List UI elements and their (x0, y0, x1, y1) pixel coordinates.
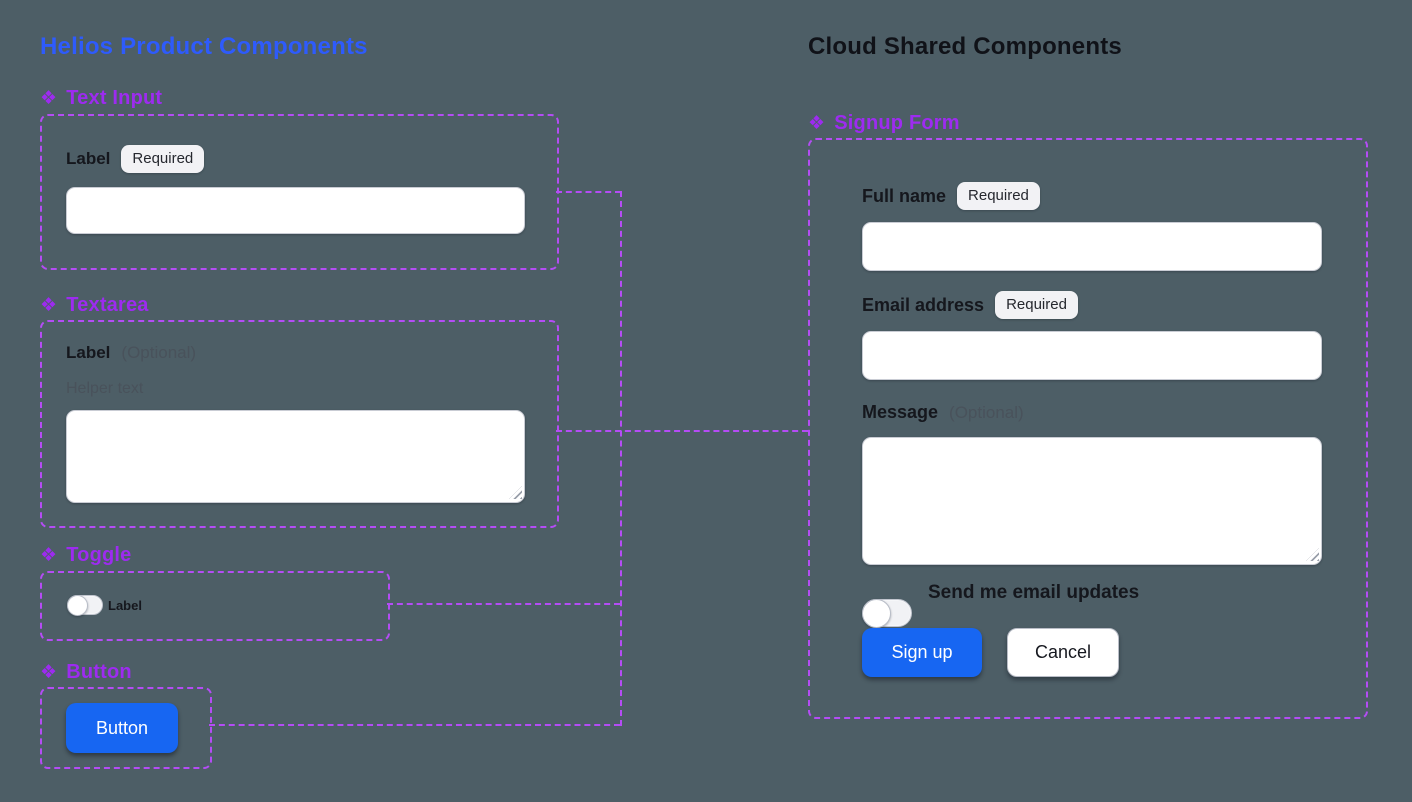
section-header-button: ❖ Button (40, 661, 132, 684)
email-updates-toggle[interactable] (862, 599, 912, 628)
textarea-label: Label (66, 343, 111, 362)
toggle-switch[interactable] (67, 595, 103, 616)
connector-text-input (556, 191, 621, 193)
email-required-badge: Required (995, 291, 1078, 319)
text-input-required-badge: Required (121, 145, 205, 173)
component-diamond-icon: ❖ (40, 545, 58, 566)
text-input-label: Label (66, 149, 111, 168)
text-input-field[interactable] (66, 187, 525, 234)
toggle-knob (67, 595, 88, 616)
connector-button (209, 724, 620, 726)
section-header-label: Textarea (66, 294, 149, 316)
component-diamond-icon: ❖ (40, 295, 58, 316)
full-name-label-row: Full name Required (862, 182, 1040, 210)
section-header-toggle: ❖ Toggle (40, 544, 132, 567)
section-header-label: Button (66, 661, 132, 683)
email-label: Email address (862, 294, 985, 315)
full-name-label: Full name (862, 185, 947, 206)
email-input[interactable] (862, 331, 1322, 380)
signup-form-frame (808, 138, 1368, 719)
message-label: Message (862, 402, 939, 422)
toggle-component-frame (40, 571, 390, 641)
sign-up-button[interactable]: Sign up (862, 628, 982, 677)
toggle-knob (862, 599, 891, 628)
sample-button[interactable]: Button (66, 703, 178, 753)
email-label-row: Email address Required (862, 291, 1078, 319)
component-diamond-icon: ❖ (40, 88, 58, 109)
textarea-field[interactable] (66, 410, 525, 503)
section-header-label: Text Input (66, 87, 163, 109)
textarea-helper-text: Helper text (66, 380, 144, 397)
connector-trunk (620, 191, 622, 726)
textarea-optional-tag: (Optional) (121, 343, 197, 362)
section-header-text-input: ❖ Text Input (40, 87, 162, 110)
full-name-input[interactable] (862, 222, 1322, 271)
left-panel-title: Helios Product Components (40, 33, 368, 60)
textarea-label-row: Label (Optional) (66, 343, 196, 363)
cancel-button[interactable]: Cancel (1007, 628, 1119, 677)
text-input-label-row: Label Required (66, 145, 205, 173)
message-textarea[interactable] (862, 437, 1322, 565)
section-header-label: Toggle (66, 544, 132, 566)
right-panel-title: Cloud Shared Components (808, 33, 1122, 60)
component-diamond-icon: ❖ (808, 113, 826, 134)
section-header-label: Signup Form (834, 112, 960, 134)
connector-toggle (387, 603, 620, 605)
connector-textarea-to-signup (556, 430, 808, 432)
full-name-required-badge: Required (957, 182, 1040, 210)
section-header-textarea: ❖ Textarea (40, 294, 149, 317)
component-diamond-icon: ❖ (40, 662, 58, 683)
button-component-frame (40, 687, 212, 769)
textarea-component-frame (40, 320, 559, 528)
email-updates-label: Send me email updates (928, 582, 1140, 603)
message-label-row: Message (Optional) (862, 402, 1024, 423)
message-optional-tag: (Optional) (949, 402, 1024, 422)
toggle-label: Label (108, 598, 142, 613)
section-header-signup-form: ❖ Signup Form (808, 112, 960, 135)
